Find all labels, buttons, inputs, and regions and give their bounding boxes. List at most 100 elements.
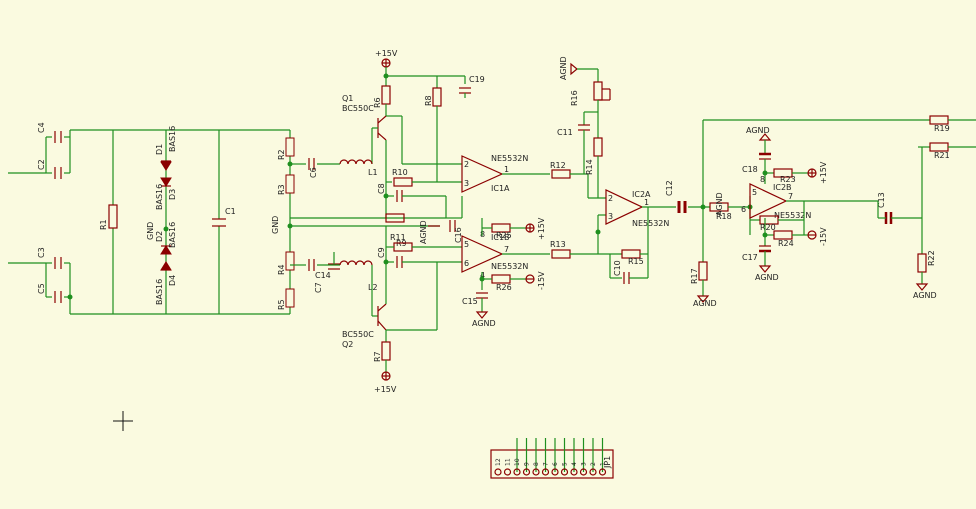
pin-ic1a-3: 3 <box>464 179 469 188</box>
label-ic2a-part: NE5532N <box>632 219 669 228</box>
jp1-pin-label: 2 <box>590 462 597 466</box>
jp1-pin-pad <box>522 468 531 476</box>
label-r8: R8 <box>424 95 433 106</box>
label-d4-part: BAS16 <box>155 279 164 305</box>
jp1-pin-label: 3 <box>581 462 588 466</box>
label-c13: C13 <box>877 192 886 208</box>
capacitor-c14: C14 <box>315 263 340 280</box>
capacitor-c3: C3 <box>37 247 62 269</box>
label-r11: R11 <box>390 233 406 242</box>
jp1-pin: 12 <box>494 458 502 476</box>
capacitor-c1: C1 <box>212 207 236 227</box>
label-r26: R26 <box>496 283 512 292</box>
capacitor-c18: C18 <box>742 152 771 174</box>
pin-ic2b-7: 7 <box>788 192 793 201</box>
label-r22: R22 <box>927 250 936 266</box>
jp1-pin-pad <box>589 468 597 476</box>
label-q2-val: BC550C <box>342 330 374 339</box>
opamp-ic1a: 2 3 1 NE5532N IC1A <box>461 154 528 193</box>
capacitor-c7: C7 <box>308 259 323 293</box>
resistor-r4: R4 <box>277 251 295 275</box>
jp1-pin-pad <box>494 468 502 476</box>
resistor-r5: R5 <box>277 288 295 310</box>
label-c9: C9 <box>377 247 386 258</box>
resistor-r26: R26 <box>491 274 512 292</box>
jp1-pin-label: 5 <box>562 462 569 466</box>
capacitor-c13: C13 <box>877 192 893 224</box>
jp1-pin: 11 <box>503 458 512 476</box>
resistor-r10: R10 <box>392 168 413 187</box>
label-r17: R17 <box>690 268 699 284</box>
label-d3-part: BAS16 <box>155 184 164 210</box>
label-ic1b-part: NE5532N <box>491 262 528 271</box>
pin-ic2a-3: 3 <box>608 212 613 221</box>
jp1-pin-label: 8 <box>533 462 540 466</box>
label-gnd-mid: GND <box>271 216 280 234</box>
jp1-pin: 2 <box>589 438 597 476</box>
capacitor-c4: C4 <box>37 122 62 143</box>
label-agnd-ic1: AGND <box>419 220 428 244</box>
label-d2-part: BAS16 <box>168 222 177 248</box>
label-c10: C10 <box>613 260 622 276</box>
label-minus15-ic2: -15V <box>819 227 828 246</box>
agnd-r16: AGND <box>559 56 578 80</box>
label-agnd-r22: AGND <box>913 291 937 300</box>
resistor-r3: R3 <box>277 174 295 195</box>
pin-ic2a-2: 2 <box>608 194 613 203</box>
resistor-r21: R21 <box>929 142 950 160</box>
jp1-pin-pad <box>579 468 588 476</box>
label-c18: C18 <box>742 165 758 174</box>
label-r10: R10 <box>392 168 408 177</box>
agnd-ic1-bottom: AGND <box>472 311 496 328</box>
capacitor-c16: C16 <box>449 220 463 243</box>
label-c17: C17 <box>742 253 758 262</box>
label-c12: C12 <box>665 180 674 196</box>
pin-ic1a-1: 1 <box>504 165 509 174</box>
pin-ic1b-5: 5 <box>464 240 469 249</box>
capacitor-c19: C19 <box>459 75 485 94</box>
resistor-r16: R16 <box>570 81 611 106</box>
diode-d4: D4 BAS16 <box>155 261 177 305</box>
agnd-r17: AGND <box>693 295 717 308</box>
agnd-r22: AGND <box>913 283 937 300</box>
supply-plus15-top: +15V <box>375 49 398 68</box>
label-r1: R1 <box>99 219 108 230</box>
label-r14: R14 <box>585 159 594 175</box>
jp1-pin: 1 <box>598 438 607 476</box>
resistor-r6: R6 <box>373 85 391 108</box>
jp1-pin-label: 1 <box>600 462 607 466</box>
pin-ic2a-1: 1 <box>644 198 649 207</box>
jp1-pin: 5 <box>560 438 569 476</box>
label-gnd-diodes: GND <box>146 222 155 240</box>
label-c3: C3 <box>37 247 46 258</box>
label-c2: C2 <box>37 159 46 170</box>
label-r13: R13 <box>550 240 566 249</box>
label-minus15-ic1: -15V <box>537 271 546 290</box>
resistor-r14: R14 <box>585 137 603 175</box>
label-d4: D4 <box>168 275 177 286</box>
pin-ic1a-2: 2 <box>464 160 469 169</box>
label-ic2b-ref: IC2B <box>773 183 792 192</box>
supply-plus15-ic1: +15V <box>525 217 546 240</box>
label-plus15-ic2: +15V <box>819 161 828 184</box>
label-c14: C14 <box>315 271 331 280</box>
label-r24: R24 <box>778 239 794 248</box>
label-plus15-ic1: +15V <box>537 217 546 240</box>
label-d3: D3 <box>168 189 177 200</box>
jp1-pin-pad <box>532 468 540 476</box>
label-c11: C11 <box>557 128 573 137</box>
capacitor-c17: C17 <box>742 245 771 262</box>
label-c15: C15 <box>462 297 478 306</box>
label-c19: C19 <box>469 75 485 84</box>
supply-minus15-ic2: -15V <box>807 227 828 246</box>
label-agnd-r18: AGND <box>715 192 724 216</box>
label-r25: R25 <box>496 231 512 240</box>
jp1-pin: 3 <box>579 438 588 476</box>
label-q2-ref: Q2 <box>342 340 353 349</box>
transistor-q2: BC550C Q2 <box>342 303 387 349</box>
jp1-pin-label: 6 <box>552 462 559 466</box>
resistor-r1: R1 <box>99 204 118 230</box>
resistor-r8: R8 <box>424 87 442 107</box>
label-r5: R5 <box>277 299 286 310</box>
